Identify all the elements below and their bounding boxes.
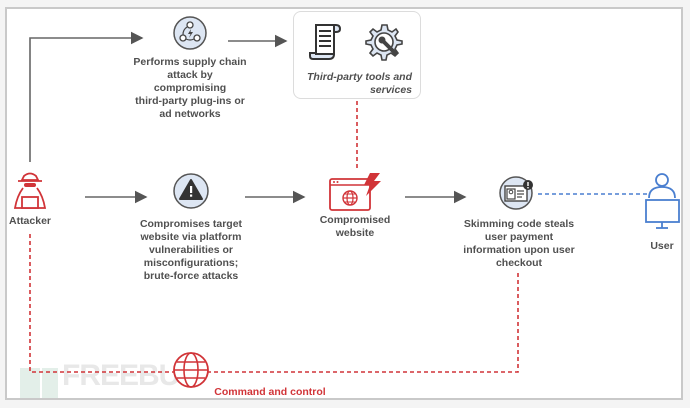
compromise-line-3: vulnerabilities or bbox=[148, 244, 234, 256]
third-party-tools-box: Third-party tools and services bbox=[293, 11, 421, 99]
third-party-line-1: Third-party tools and bbox=[307, 71, 412, 83]
skimming-line-2: user payment bbox=[484, 231, 554, 243]
third-party-line-2: services bbox=[369, 84, 412, 96]
website-line-1: Compromised bbox=[319, 214, 391, 226]
hacker-icon bbox=[13, 172, 47, 209]
user-computer-icon bbox=[645, 173, 680, 229]
globe-icon bbox=[173, 352, 209, 388]
supply-chain-line-2: attack by compromising bbox=[153, 69, 227, 94]
scroll-document-icon bbox=[309, 24, 342, 60]
skimming-line-3: information upon user bbox=[463, 244, 575, 256]
watermark-mark bbox=[20, 368, 40, 398]
compromise-line-1: Compromises target bbox=[139, 218, 243, 230]
browser-globe-lightning-icon bbox=[329, 173, 381, 211]
skimming-line-1: Skimming code steals bbox=[463, 218, 575, 230]
supply-chain-line-4: ad networks bbox=[159, 108, 221, 120]
skimming-label: Skimming code steals user payment inform… bbox=[458, 218, 580, 270]
attacker-label: Attacker bbox=[8, 215, 52, 227]
supply-chain-line-3: third-party plug-ins or bbox=[135, 95, 245, 107]
compromise-line-5: brute-force attacks bbox=[143, 270, 239, 282]
website-label: Compromised website bbox=[305, 214, 405, 240]
compromise-line-2: website via platform bbox=[140, 231, 242, 243]
watermark-mark-2 bbox=[42, 368, 58, 398]
user-label: User bbox=[650, 240, 674, 252]
compromise-line-4: misconfigurations; bbox=[143, 257, 239, 269]
arrow-attacker-to-supply-chain bbox=[29, 31, 144, 162]
command-and-control-label: Command and control bbox=[214, 386, 326, 398]
compromise-label: Compromises target website via platform … bbox=[130, 218, 252, 283]
id-card-alert-icon bbox=[499, 176, 533, 210]
website-line-2: website bbox=[335, 227, 375, 239]
gear-wrench-icon bbox=[365, 24, 403, 61]
network-bolt-icon bbox=[173, 16, 207, 50]
supply-chain-label: Performs supply chain attack by compromi… bbox=[130, 56, 250, 121]
warning-icon bbox=[173, 173, 209, 209]
skimming-line-4: checkout bbox=[495, 257, 543, 269]
dashed-c2-loop bbox=[29, 234, 519, 373]
third-party-label: Third-party tools and services bbox=[294, 71, 412, 97]
supply-chain-line-1: Performs supply chain bbox=[133, 56, 247, 68]
